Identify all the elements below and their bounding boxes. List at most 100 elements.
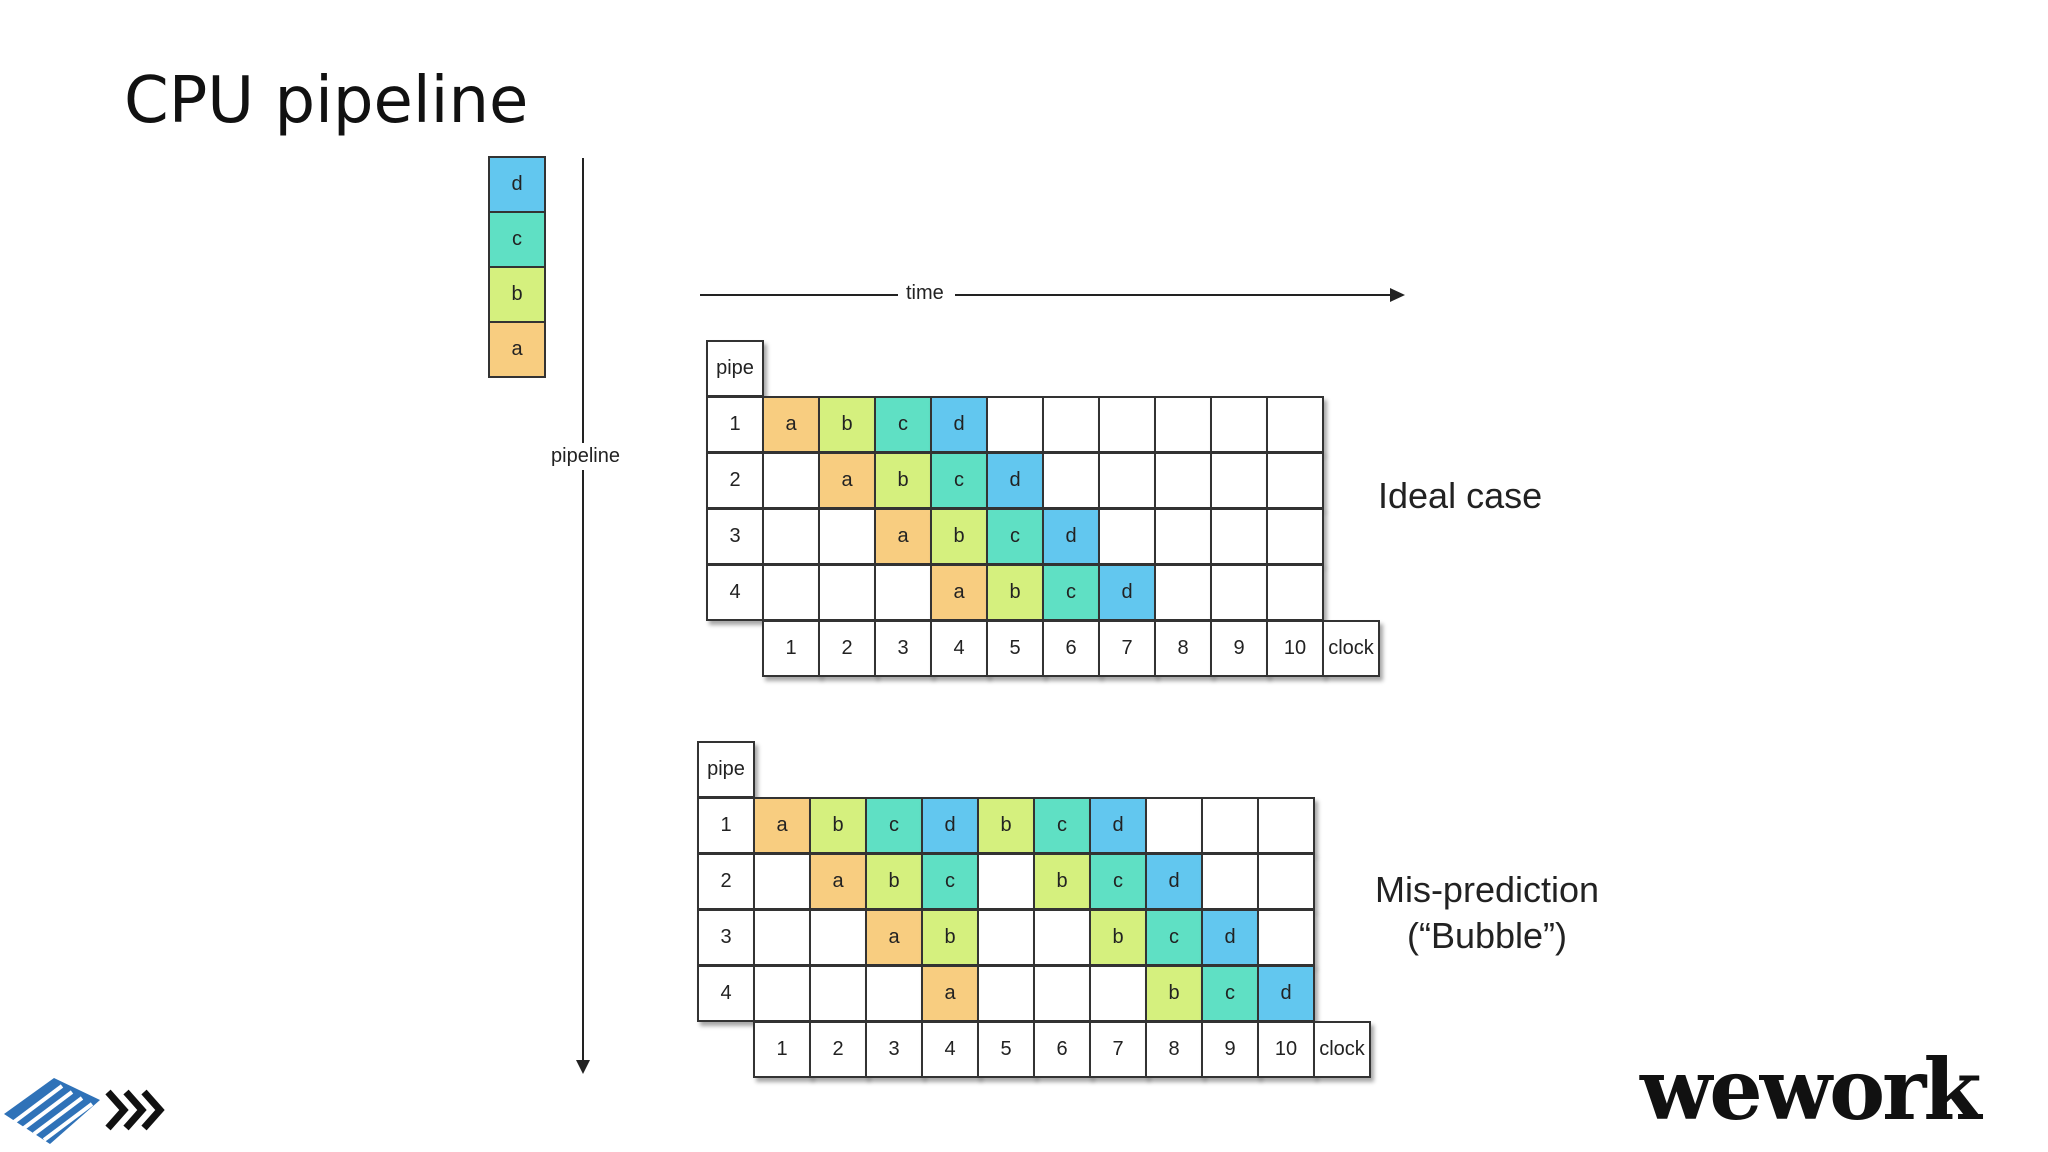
bubble-empty-cell [1257,797,1315,854]
ideal-empty-cell [762,452,820,509]
ideal-empty-cell [1210,396,1268,453]
ideal-clock-tick: 7 [1098,620,1156,677]
ideal-clock-tick: 5 [986,620,1044,677]
stack-cell-a: a [488,321,546,378]
bubble-instruction-cell: d [1089,797,1147,854]
page-title: CPU pipeline [124,64,529,138]
bubble-clock-tick: 8 [1145,1021,1203,1078]
ideal-instruction-cell: b [986,564,1044,621]
ideal-clock-tick: 8 [1154,620,1212,677]
bubble-clock-tick: 6 [1033,1021,1091,1078]
bubble-empty-cell [753,909,811,966]
bubble-pipe-header: pipe [697,741,755,798]
ideal-pipe-number: 2 [706,452,764,509]
bubble-clock-tick: 10 [1257,1021,1315,1078]
ideal-clock-label: clock [1322,620,1380,677]
bubble-empty-cell [809,909,867,966]
ideal-instruction-cell: c [874,396,932,453]
bubble-empty-cell [1145,797,1203,854]
ideal-pipe-header: pipe [706,340,764,397]
bubble-label-line1: Mis-prediction [1374,869,1600,910]
ideal-empty-cell [1154,452,1212,509]
bubble-instruction-cell: a [865,909,923,966]
bubble-clock-tick: 1 [753,1021,811,1078]
bubble-empty-cell [1201,797,1259,854]
bubble-instruction-cell: b [1089,909,1147,966]
ideal-empty-cell [762,508,820,565]
pipeline-axis-arrowhead-icon [576,1060,590,1074]
bubble-clock-tick: 3 [865,1021,923,1078]
ideal-empty-cell [1098,452,1156,509]
bubble-label-line2: (“Bubble”) [1406,915,1568,956]
ideal-empty-cell [1154,396,1212,453]
bubble-pipe-number: 3 [697,909,755,966]
bubble-empty-cell [753,965,811,1022]
bubble-pipe-number: 2 [697,853,755,910]
stack-cell-c: c [488,211,546,268]
bubble-instruction-cell: b [1033,853,1091,910]
ideal-empty-cell [1210,564,1268,621]
ideal-clock-tick: 2 [818,620,876,677]
bubble-empty-cell [1201,853,1259,910]
bubble-clock-tick: 4 [921,1021,979,1078]
ideal-empty-cell [1154,508,1212,565]
ideal-instruction-cell: b [930,508,988,565]
pipeline-axis-label: pipeline [547,443,624,470]
ideal-empty-cell [1266,564,1324,621]
bubble-instruction-cell: a [753,797,811,854]
ideal-clock-tick: 9 [1210,620,1268,677]
time-axis-line-right [955,294,1395,296]
ideal-empty-cell [818,508,876,565]
ideal-instruction-cell: a [930,564,988,621]
bubble-instruction-cell: b [977,797,1035,854]
bubble-instruction-cell: d [1257,965,1315,1022]
wework-logo: wework [1640,1040,1982,1139]
bubble-instruction-cell: b [921,909,979,966]
ideal-instruction-cell: d [930,396,988,453]
ideal-empty-cell [1098,508,1156,565]
ideal-clock-tick: 4 [930,620,988,677]
ideal-case-label: Ideal case [1378,475,1543,516]
bubble-instruction-cell: c [1201,965,1259,1022]
ideal-instruction-cell: b [874,452,932,509]
bubble-clock-tick: 7 [1089,1021,1147,1078]
stack-cell-b: b [488,266,546,323]
stack-cell-d: d [488,156,546,213]
ideal-instruction-cell: a [874,508,932,565]
bubble-pipe-number: 1 [697,797,755,854]
bubble-instruction-cell: c [921,853,979,910]
bubble-instruction-cell: d [1201,909,1259,966]
ideal-clock-tick: 6 [1042,620,1100,677]
bubble-instruction-cell: c [1033,797,1091,854]
ideal-pipe-number: 4 [706,564,764,621]
bubble-pipe-number: 4 [697,965,755,1022]
ideal-empty-cell [1266,396,1324,453]
pipeline-axis-line [582,158,584,1068]
ideal-clock-tick: 3 [874,620,932,677]
ideal-instruction-cell: c [1042,564,1100,621]
bubble-clock-tick: 2 [809,1021,867,1078]
bubble-instruction-cell: c [865,797,923,854]
bubble-instruction-cell: a [809,853,867,910]
bubble-clock-label: clock [1313,1021,1371,1078]
bubble-empty-cell [977,965,1035,1022]
ideal-empty-cell [1042,452,1100,509]
ideal-empty-cell [1098,396,1156,453]
bubble-instruction-cell: d [921,797,979,854]
bubble-instruction-cell: b [1145,965,1203,1022]
ideal-clock-tick: 1 [762,620,820,677]
ideal-empty-cell [1266,452,1324,509]
ideal-instruction-cell: d [986,452,1044,509]
ideal-empty-cell [1154,564,1212,621]
bubble-instruction-cell: b [865,853,923,910]
time-axis-arrowhead-icon [1390,288,1405,302]
bubble-instruction-cell: c [1089,853,1147,910]
ideal-empty-cell [762,564,820,621]
ideal-pipe-number: 1 [706,396,764,453]
bubble-empty-cell [977,853,1035,910]
bubble-empty-cell [1033,965,1091,1022]
ideal-pipe-number: 3 [706,508,764,565]
ideal-instruction-cell: d [1042,508,1100,565]
time-axis-label: time [906,282,944,304]
ideal-empty-cell [986,396,1044,453]
